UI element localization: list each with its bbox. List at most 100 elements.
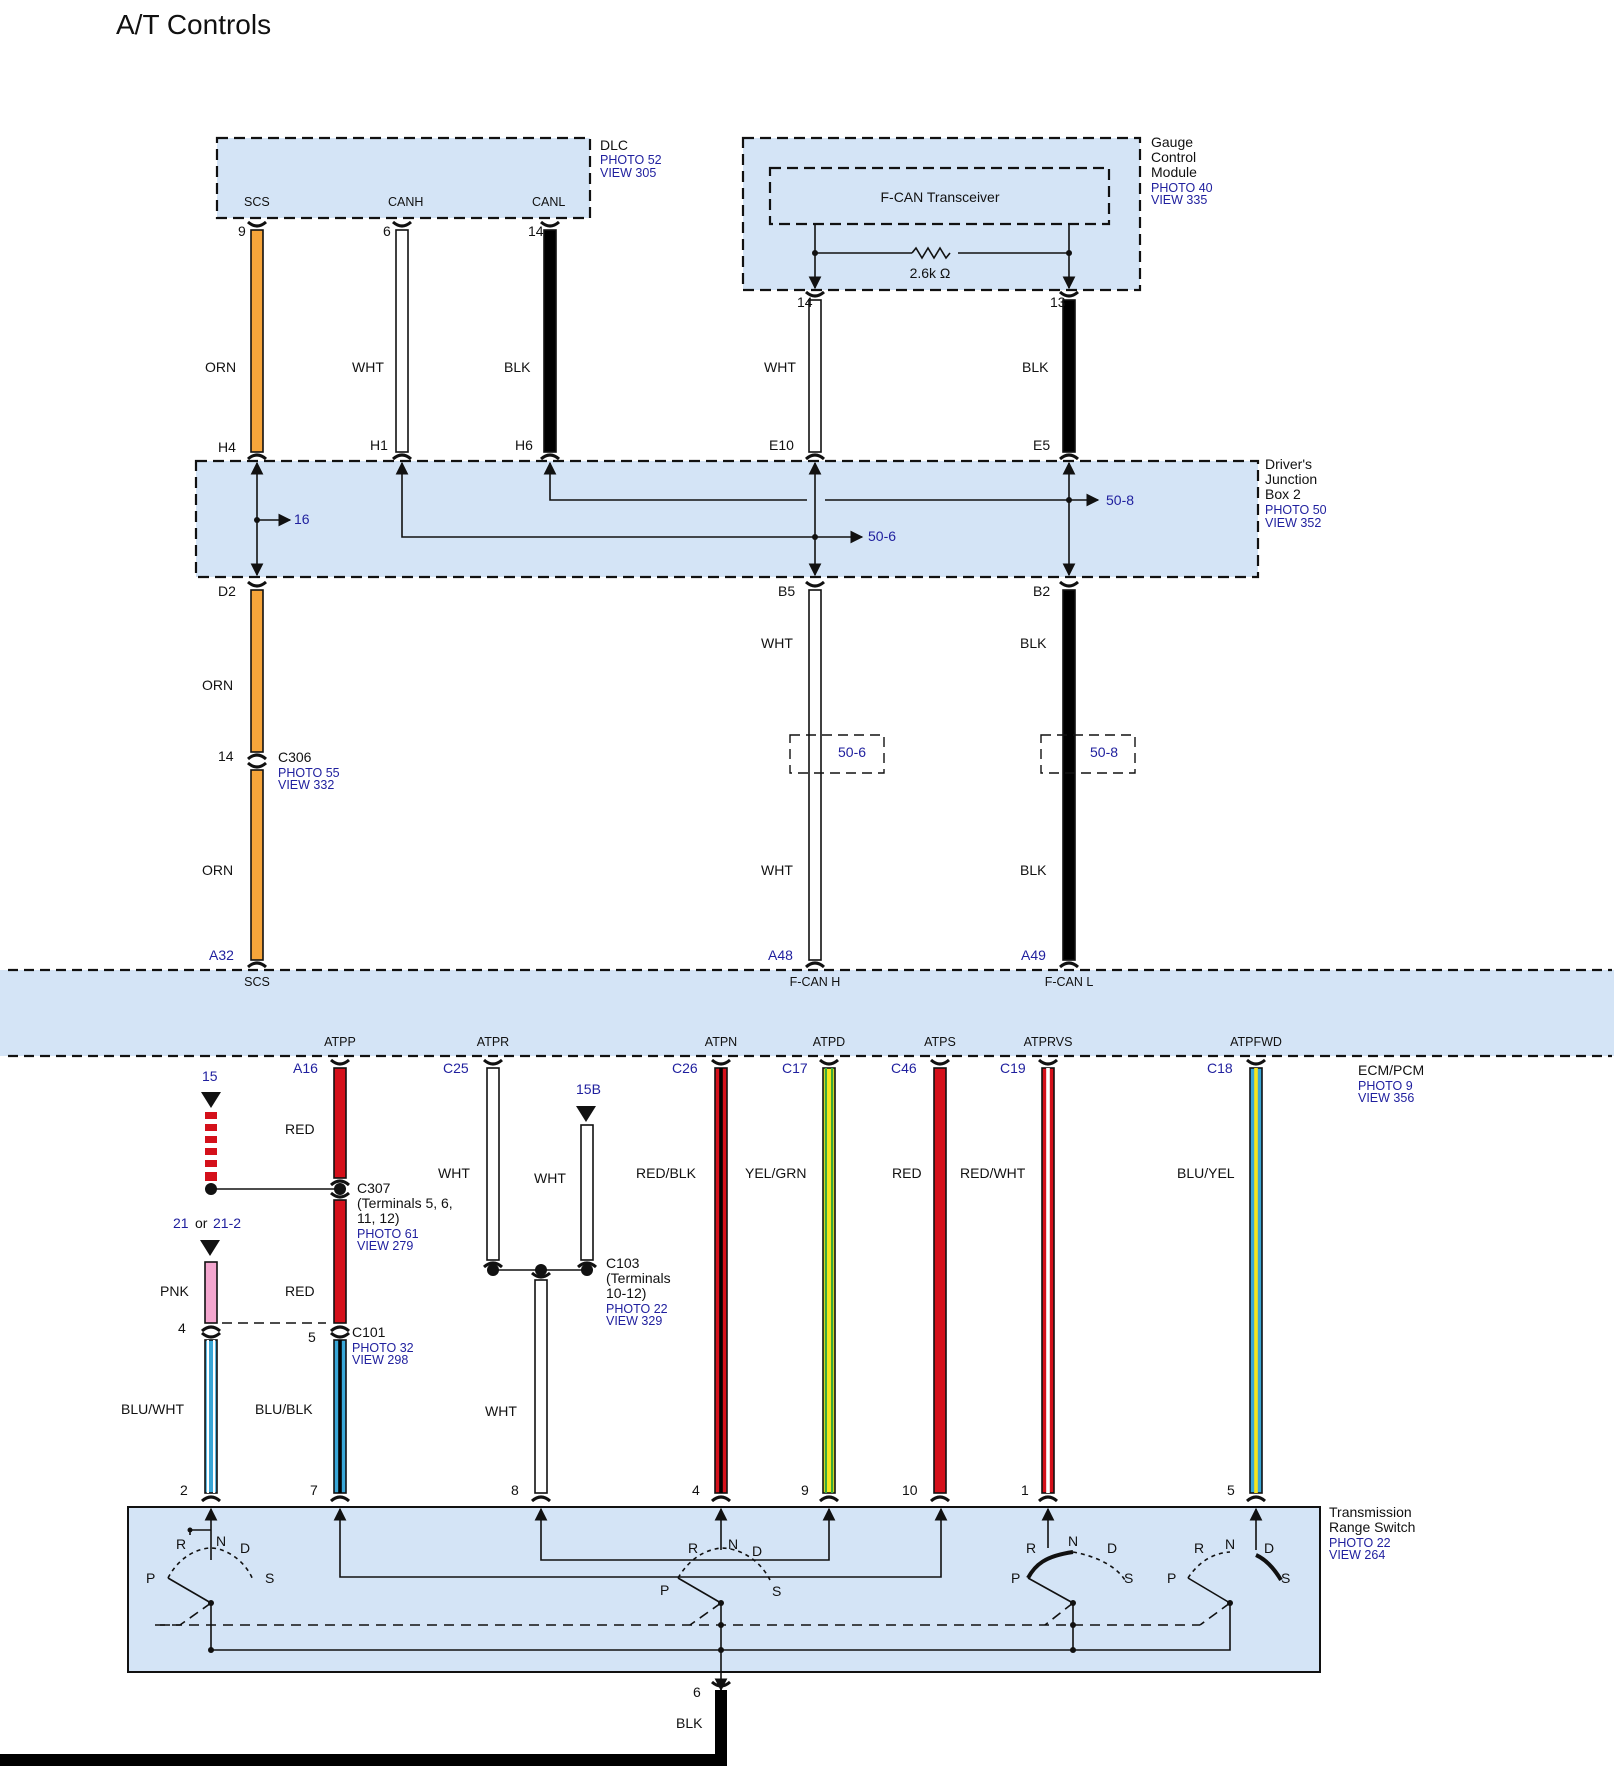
pin-ecm-a16: A16 (293, 1060, 318, 1076)
ecm-pin-atpn: ATPN (705, 1035, 737, 1049)
label-wht-2: WHT (764, 359, 796, 375)
trs-fwd-d: D (1264, 1540, 1274, 1556)
fcan-transceiver-box (768, 166, 1111, 226)
pin-ecm-a48: A48 (768, 947, 793, 963)
wire-canl-blk-dlc-jb (543, 229, 557, 453)
c103-view: VIEW 329 (606, 1314, 662, 1328)
trs-l-n: N (216, 1533, 226, 1549)
trs-rvs-p: P (1011, 1570, 1020, 1586)
ecm-pin-atpd: ATPD (813, 1035, 845, 1049)
c103-line-2: 10-12) (606, 1285, 646, 1301)
pin-jb-h6: H6 (515, 437, 533, 453)
pin-ecm-c17: C17 (782, 1060, 808, 1076)
pin-ecm-c25: C25 (443, 1060, 469, 1076)
trs-fwd-r: R (1194, 1540, 1204, 1556)
c101-name: C101 (352, 1324, 386, 1340)
ecm-pin-atpr: ATPR (477, 1035, 509, 1049)
trs-l-r: R (176, 1536, 186, 1552)
label-blu-yel: BLU/YEL (1177, 1165, 1235, 1181)
pin-jb-h1: H1 (370, 437, 388, 453)
pin-ecm-c18: C18 (1207, 1060, 1233, 1076)
gauge-name-2: Control (1151, 149, 1196, 165)
label-wht-4: WHT (761, 862, 793, 878)
mid-ref-50-6: 50-6 (838, 744, 866, 760)
c307-name: C307 (357, 1180, 391, 1196)
ref-15-arrow (201, 1092, 221, 1108)
gauge-name-1: Gauge (1151, 134, 1193, 150)
wire-blu-blk-c101-trs (333, 1339, 347, 1494)
wire-blu-wht-c101-trs (204, 1339, 218, 1494)
wire-atpd-yel-grn (822, 1067, 836, 1494)
ecm-name: ECM/PCM (1358, 1062, 1424, 1078)
ecm-pin-atprvs: ATPRVS (1024, 1035, 1073, 1049)
c103-name: C103 (606, 1255, 640, 1271)
pin-trs-9: 9 (801, 1482, 809, 1498)
c307-view: VIEW 279 (357, 1239, 413, 1253)
pin-trs-5: 5 (1227, 1482, 1235, 1498)
trs-view: VIEW 264 (1329, 1548, 1385, 1562)
pin-ecm-c19: C19 (1000, 1060, 1026, 1076)
pin-jb-b5: B5 (778, 583, 795, 599)
wire-scs-orn-dlc-jb (250, 229, 264, 453)
pin-trs-10: 10 (902, 1482, 918, 1498)
mid-ref-50-8: 50-8 (1090, 744, 1118, 760)
jb2-name-2: Junction (1265, 471, 1317, 487)
resistor-value: 2.6k Ω (910, 265, 951, 281)
dlc-view: VIEW 305 (600, 166, 656, 180)
wire-fcanh-wht-jb-ecm (808, 589, 822, 961)
dlc-pin-scs: SCS (244, 195, 270, 209)
ecm-pin-atpfwd: ATPFWD (1230, 1035, 1282, 1049)
label-blk-5: BLK (676, 1715, 703, 1731)
wire-canh-wht-dlc-jb (395, 229, 409, 453)
dlc-name: DLC (600, 137, 628, 153)
label-red-3: RED (892, 1165, 922, 1181)
trs-fwd-n: N (1225, 1536, 1235, 1552)
dlc-pin-canh: CANH (388, 195, 423, 209)
ecm-photo: PHOTO 9 (1358, 1079, 1413, 1093)
c103-photo: PHOTO 22 (606, 1302, 668, 1316)
gauge-view: VIEW 335 (1151, 193, 1207, 207)
c307-photo: PHOTO 61 (357, 1227, 419, 1241)
ecm-pin-fcan-l: F-CAN L (1045, 975, 1094, 989)
trs-fwd-s: S (1281, 1570, 1290, 1586)
pin-trs-1: 1 (1021, 1482, 1029, 1498)
c103-line-1: (Terminals (606, 1270, 671, 1286)
pin-dlc-6: 6 (383, 223, 391, 239)
pin-trs-8: 8 (511, 1482, 519, 1498)
wire-atps-red (933, 1067, 947, 1494)
ecm-pcm-band (0, 970, 1614, 1056)
pin-c306-14: 14 (218, 748, 234, 764)
trs-m-r: R (688, 1540, 698, 1556)
page-title: A/T Controls (116, 9, 271, 40)
c101-view: VIEW 298 (352, 1353, 408, 1367)
pin-dlc-9: 9 (238, 223, 246, 239)
trs-m-d: D (752, 1543, 762, 1559)
ref-15b: 15B (576, 1081, 601, 1097)
trs-l-s: S (265, 1570, 274, 1586)
ecm-pin-atpp: ATPP (324, 1035, 356, 1049)
label-wht-1: WHT (352, 359, 384, 375)
c306-name: C306 (278, 749, 312, 765)
trs-l-p: P (146, 1570, 155, 1586)
pin-jb-d2: D2 (218, 583, 236, 599)
label-blk-4: BLK (1020, 862, 1047, 878)
jb2-photo: PHOTO 50 (1265, 503, 1327, 517)
wire-atpp-red-c307-c101 (333, 1199, 347, 1324)
label-blk-1: BLK (504, 359, 531, 375)
pin-dlc-14: 14 (528, 223, 544, 239)
ecm-view: VIEW 356 (1358, 1091, 1414, 1105)
wire-scs-orn-c306-ecm (250, 769, 264, 961)
wire-fcanh-wht-gcm-jb (808, 299, 822, 453)
label-blk-3: BLK (1020, 635, 1047, 651)
wire-atpfwd-blu-yel (1249, 1067, 1263, 1494)
jb-ref-50-8: 50-8 (1106, 492, 1134, 508)
jb2-name-3: Box 2 (1265, 486, 1301, 502)
resistor-symbol (911, 246, 951, 260)
wire-wht-c103-trs (534, 1279, 548, 1494)
pin-c101-4: 4 (178, 1320, 186, 1336)
c306-photo: PHOTO 55 (278, 766, 340, 780)
wire-atpr-wht-ecm-c103 (486, 1067, 500, 1261)
jb2-view: VIEW 352 (1265, 516, 1321, 530)
dlc-box (215, 136, 592, 220)
